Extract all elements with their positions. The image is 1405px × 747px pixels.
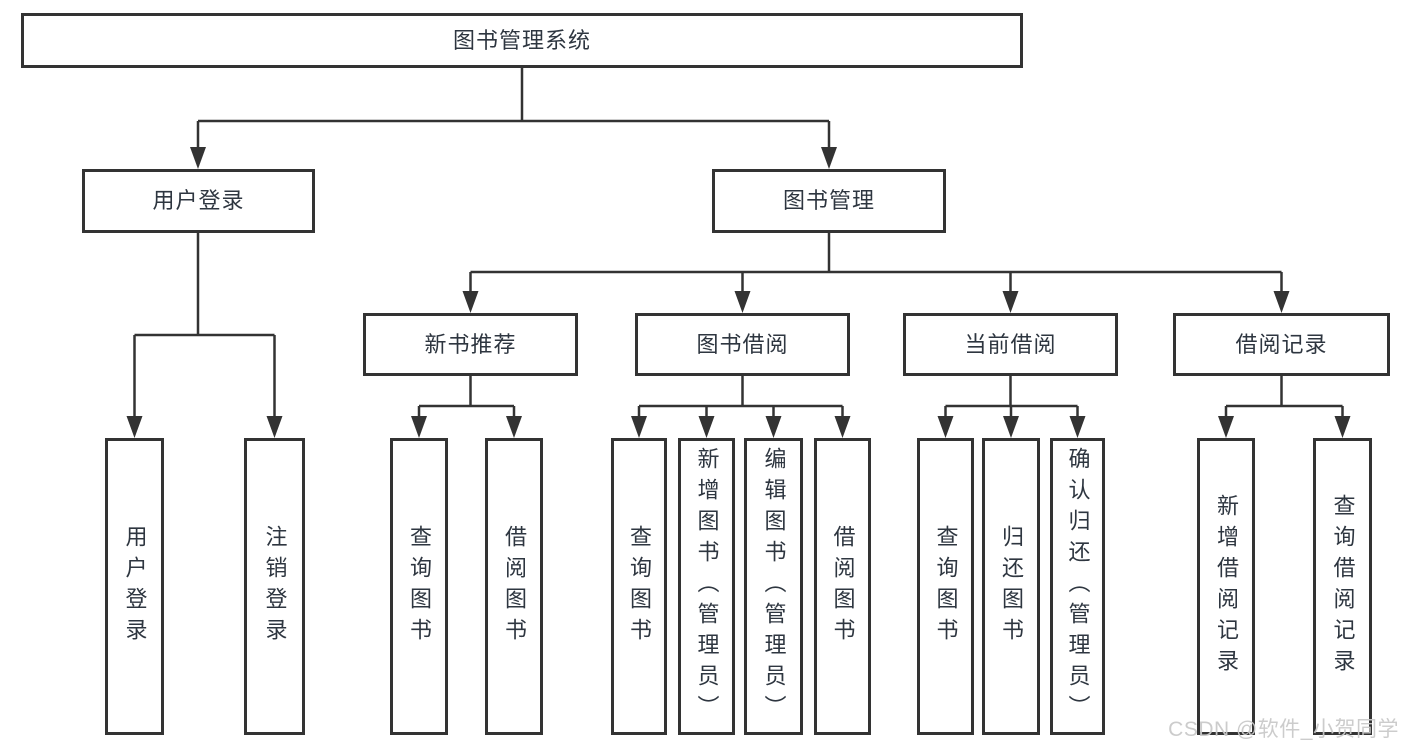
leaf-logout: 注销登录 (244, 438, 305, 735)
node-current-borrow: 当前借阅 (903, 313, 1118, 376)
leaf-borrow-books-borrow: 借阅图书 (814, 438, 871, 735)
connector-root-to-level2 (190, 68, 837, 169)
leaf-query-books-borrow: 查询图书 (611, 438, 667, 735)
node-library-system: 图书管理系统 (21, 13, 1023, 68)
watermark-csdn: CSDN @软件_小贺同学 (1168, 718, 1399, 741)
connector-current-borrow-children (937, 376, 1086, 438)
connector-new-book-recommend-children (411, 376, 522, 438)
node-book-management: 图书管理 (712, 169, 946, 233)
leaf-query-books-recommend: 查询图书 (390, 438, 448, 735)
leaf-edit-books-admin: 编辑图书（管理员） (744, 438, 803, 735)
node-new-book-recommend: 新书推荐 (363, 313, 578, 376)
leaf-user-login: 用户登录 (105, 438, 164, 735)
leaf-confirm-return-admin: 确认归还（管理员） (1050, 438, 1105, 735)
node-borrow-records: 借阅记录 (1173, 313, 1390, 376)
connector-book-borrow-children (631, 376, 851, 438)
node-book-borrow: 图书借阅 (635, 313, 850, 376)
leaf-return-books: 归还图书 (982, 438, 1040, 735)
leaf-borrow-books-recommend: 借阅图书 (485, 438, 543, 735)
leaf-add-borrow-record: 新增借阅记录 (1197, 438, 1255, 735)
connector-user-login-children (126, 233, 283, 438)
node-user-login: 用户登录 (82, 169, 315, 233)
leaf-query-borrow-record: 查询借阅记录 (1313, 438, 1372, 735)
leaf-add-books-admin: 新增图书（管理员） (678, 438, 735, 735)
connector-borrow-records-children (1218, 376, 1351, 438)
connector-book-management-children (462, 233, 1290, 313)
leaf-query-books-current: 查询图书 (917, 438, 974, 735)
